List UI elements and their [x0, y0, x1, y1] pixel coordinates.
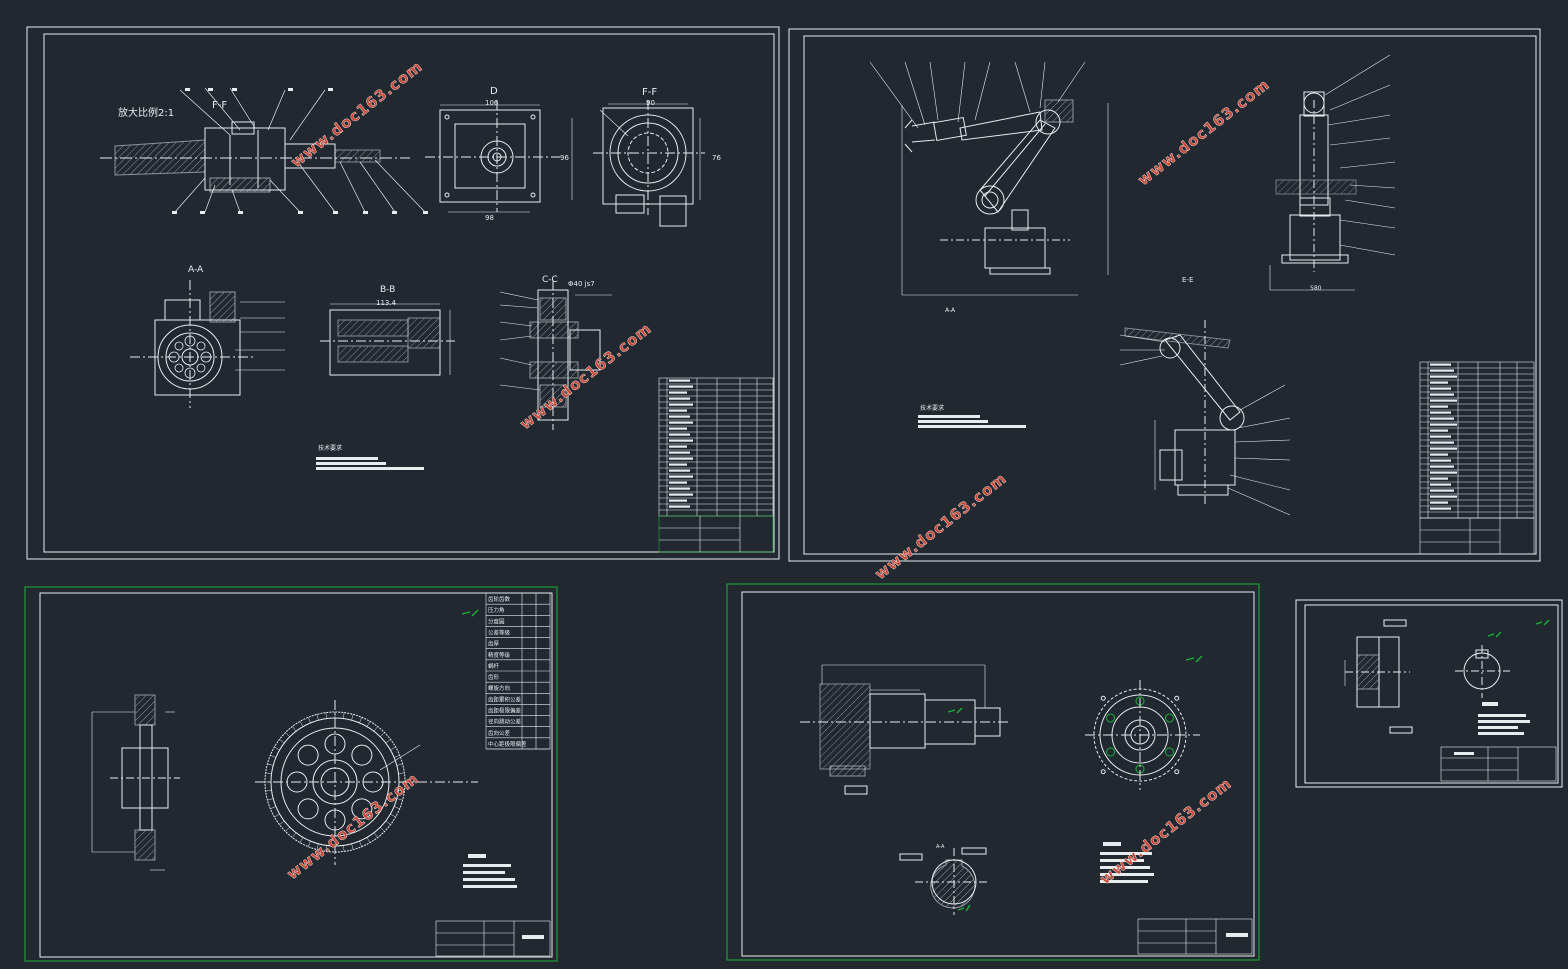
sheet1-view-aa: A-A: [130, 265, 285, 408]
sheet1-dim-d-top: 106: [485, 99, 499, 107]
parameter-table-row-label: 齿厚: [488, 641, 500, 648]
sheet5-title-block: [1440, 746, 1557, 782]
sheet1-label-cc: C-C: [542, 275, 558, 285]
svg-text:技术要求: 技术要求: [318, 444, 342, 452]
watermark-text: www.doc163.com: [1096, 774, 1235, 888]
sheet4-roughness-marks: [947, 655, 1203, 912]
sheet4-outer-border: [726, 583, 1260, 961]
sheet2-dim-width: 580: [1310, 285, 1322, 292]
sheet5-tech-note: [1478, 702, 1530, 735]
sheet5-outer-border: [1295, 599, 1563, 788]
sheet1-label-aa: A-A: [188, 265, 204, 275]
sheet1-label-ff2: F-F: [642, 87, 657, 98]
sheet4-shaft-section: [800, 664, 1010, 795]
sheet5-part-front: [1455, 645, 1510, 698]
parameter-table-row-label: 齿向公差: [488, 729, 511, 737]
sheet1-dim-d-bottom: 98: [485, 214, 494, 222]
watermark-text: www.doc163.com: [871, 469, 1010, 583]
sheet1-parts-list: [658, 377, 774, 553]
sheet3-gear-front-view: [255, 700, 478, 865]
sheet1-section-ff: 放大比例2:1 F-F: [100, 87, 428, 214]
sheet1-dim-ff-top: 90: [646, 99, 655, 107]
sheet4-section-aa: A-A: [899, 844, 990, 915]
sheet1-view-bb: B-B 113.4: [320, 285, 455, 376]
sheet1-label-bb: B-B: [380, 285, 395, 295]
sheet1-view-d: D 106 98 96: [425, 86, 573, 222]
parameter-table-row-label: 齿距极限偏差: [488, 707, 522, 715]
sheet2-parts-list: [1419, 361, 1535, 555]
sheet5-part-section: [1344, 619, 1413, 734]
sheet4-tech-note: [1100, 842, 1154, 883]
sheet5-roughness-marks: [1487, 619, 1550, 638]
parameter-table-row-label: 齿形: [488, 673, 500, 681]
sheet2-outer-border: [788, 28, 1541, 562]
sheet2-label-aa: A-A: [945, 307, 956, 314]
sheet1-dim-d-side: 96: [560, 154, 569, 162]
parameter-table-row-label: 蜗杆: [488, 662, 500, 670]
svg-text:技术要求: 技术要求: [920, 404, 944, 412]
parameter-table-row-label: 径向跳动公差: [488, 718, 522, 726]
sheet5-inner-frame: [1304, 604, 1559, 784]
drawing-sheet-3[interactable]: 齿轮齿数压力角分度圆公差等级齿厚精度等级蜗杆齿形螺旋方向齿距累积公差齿距极限偏差…: [24, 586, 558, 962]
sheet1-label-d: D: [490, 86, 498, 97]
sheet1-view-ff-round: F-F 90 76: [593, 87, 721, 227]
sheet4-inner-frame: [741, 591, 1255, 957]
drawing-sheet-4[interactable]: A-A: [726, 583, 1260, 961]
sheet3-parameter-table: 齿轮齿数压力角分度圆公差等级齿厚精度等级蜗杆齿形螺旋方向齿距累积公差齿距极限偏差…: [485, 592, 551, 750]
sheet1-scale-note: 放大比例2:1: [118, 106, 174, 119]
sheet3-roughness-mark: [461, 609, 479, 617]
sheet1-view-cc: C-C Φ40 js7: [499, 275, 612, 430]
sheet1-label-ff: F-F: [212, 100, 227, 111]
sheet3-inner-frame: [39, 592, 553, 958]
sheet2-label-ee: E-E: [1182, 276, 1193, 284]
sheet3-outer-border: [24, 586, 558, 962]
sheet4-flange-view: [1085, 680, 1200, 790]
parameter-table-row-label: 中心距极限偏差: [488, 740, 527, 748]
parameter-table-row-label: 齿距累积公差: [488, 695, 522, 703]
sheet3-title-block: [435, 920, 551, 957]
sheet1-tech-note: 技术要求: [316, 444, 424, 470]
drawing-sheet-2[interactable]: A-A 580 E: [788, 28, 1541, 562]
sheet1-inner-frame: [43, 33, 775, 553]
parameter-table-row-label: 压力角: [488, 606, 505, 614]
watermark-layer: www.doc163.com www.doc163.com www.doc163…: [283, 57, 1273, 888]
drawing-sheet-1[interactable]: 放大比例2:1 F-F D 106 98 96: [26, 26, 780, 560]
sheet2-robot-arm-front: 580: [1269, 54, 1396, 292]
sheet2-inner-frame: [803, 35, 1537, 555]
parameter-table-row-label: 齿轮齿数: [488, 595, 511, 603]
sheet1-outer-border: [26, 26, 780, 560]
sheet3-gear-side-section: [91, 694, 180, 871]
sheet2-tech-note: 技术要求: [918, 404, 1026, 428]
sheet3-tech-note: [463, 854, 517, 888]
parameter-table-row-label: 螺旋方向: [488, 684, 510, 692]
parameter-table-row-label: 公差等级: [488, 629, 511, 637]
drawing-sheet-5[interactable]: [1295, 599, 1563, 788]
sheet1-dim-ff-side: 76: [712, 154, 721, 162]
sheet2-robot-arm-ee: E-E: [1119, 276, 1291, 516]
svg-text:A-A: A-A: [936, 844, 945, 850]
parameter-table-row-label: 精度等级: [488, 651, 511, 659]
sheet1-dim-cc: Φ40 js7: [568, 280, 595, 288]
sheet2-robot-arm-side: A-A: [869, 61, 1109, 314]
parameter-table-row-label: 分度圆: [488, 617, 505, 625]
sheet4-title-block: [1137, 918, 1253, 955]
sheet1-dim-bb: 113.4: [376, 299, 397, 307]
watermark-text: www.doc163.com: [1134, 75, 1273, 189]
